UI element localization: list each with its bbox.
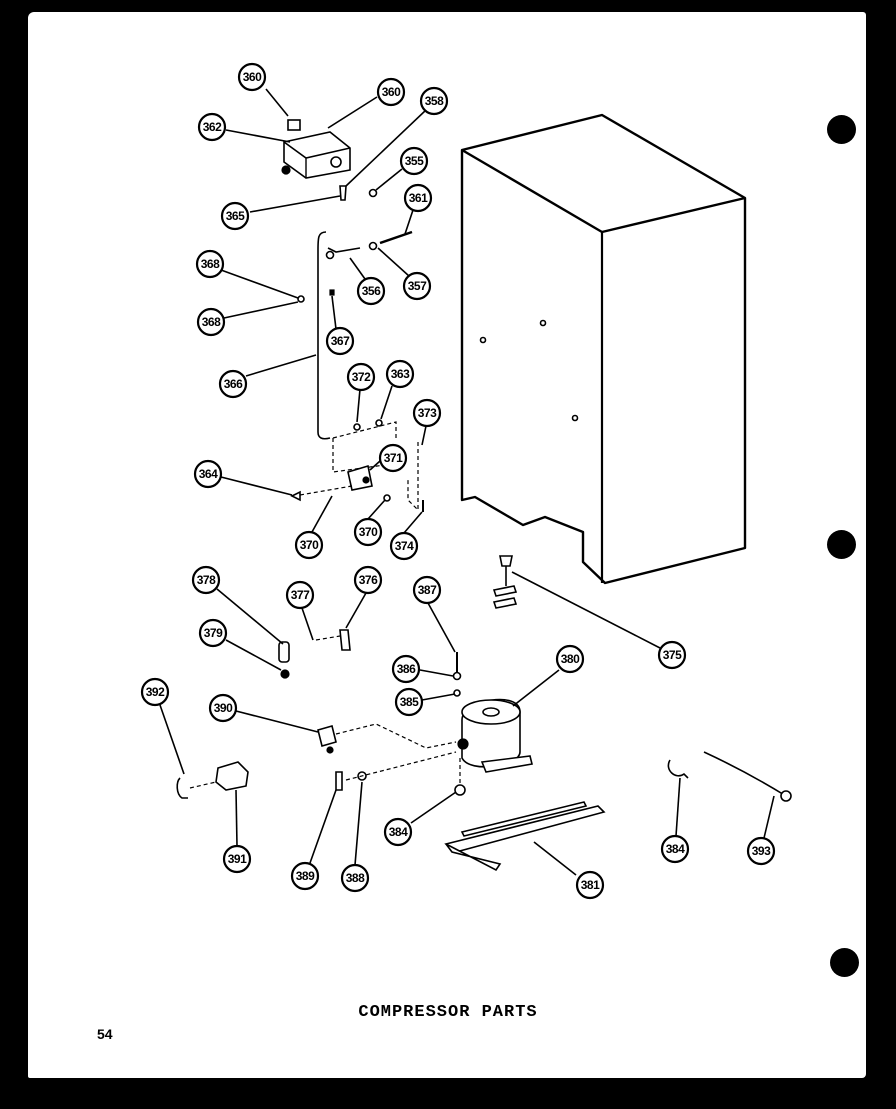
callout-label: 388 bbox=[346, 871, 365, 885]
callout: 361 bbox=[403, 183, 433, 213]
callout-label: 384 bbox=[389, 825, 408, 839]
page-title: COMPRESSOR PARTS bbox=[358, 1003, 538, 1022]
callout-label: 376 bbox=[359, 573, 378, 587]
callout: 366 bbox=[218, 369, 248, 399]
callout: 357 bbox=[402, 271, 432, 301]
callout: 376 bbox=[353, 565, 383, 595]
callout: 377 bbox=[285, 580, 315, 610]
callout-label: 358 bbox=[425, 94, 444, 108]
callout: 387 bbox=[412, 575, 442, 605]
callout: 393 bbox=[746, 836, 776, 866]
callout-label: 360 bbox=[243, 70, 262, 84]
callout-label: 373 bbox=[418, 406, 437, 420]
callout-label: 387 bbox=[418, 583, 437, 597]
callout-label: 378 bbox=[197, 573, 216, 587]
callout: 391 bbox=[222, 844, 252, 874]
right-small-parts bbox=[492, 555, 792, 802]
callout: 379 bbox=[198, 618, 228, 648]
page-number: 54 bbox=[97, 1026, 113, 1042]
callout-label: 368 bbox=[202, 315, 221, 329]
frame-tube bbox=[297, 230, 413, 440]
callout-label: 360 bbox=[382, 85, 401, 99]
callout: 384 bbox=[660, 834, 690, 864]
relay-assembly bbox=[281, 119, 378, 201]
callout-label: 364 bbox=[199, 467, 218, 481]
callout: 360 bbox=[237, 62, 267, 92]
base-plate bbox=[444, 801, 606, 872]
callout: 355 bbox=[399, 146, 429, 176]
callout: 370 bbox=[353, 517, 383, 547]
callout-label: 370 bbox=[359, 525, 378, 539]
callout: 381 bbox=[575, 870, 605, 900]
binder-hole-top bbox=[827, 115, 856, 144]
callout: 385 bbox=[394, 687, 424, 717]
callout-label: 385 bbox=[400, 695, 419, 709]
callout: 389 bbox=[290, 861, 320, 891]
callout: 372 bbox=[346, 362, 376, 392]
cabinet-outline bbox=[460, 113, 747, 585]
callout-label: 391 bbox=[228, 852, 247, 866]
callout: 364 bbox=[193, 459, 223, 489]
callout-label: 372 bbox=[352, 370, 371, 384]
callout: 392 bbox=[140, 677, 170, 707]
callout-label: 367 bbox=[331, 334, 350, 348]
callout-label: 356 bbox=[362, 284, 381, 298]
callout-label: 392 bbox=[146, 685, 165, 699]
callout-label: 375 bbox=[663, 648, 682, 662]
callout: 370 bbox=[294, 530, 324, 560]
callout-label: 377 bbox=[291, 588, 310, 602]
callout-label: 357 bbox=[408, 279, 427, 293]
callout: 360 bbox=[376, 77, 406, 107]
callout-label: 393 bbox=[752, 844, 771, 858]
callout: 363 bbox=[385, 359, 415, 389]
callout: 390 bbox=[208, 693, 238, 723]
callout-label: 389 bbox=[296, 869, 315, 883]
callout-label: 362 bbox=[203, 120, 222, 134]
callout-label: 355 bbox=[405, 154, 424, 168]
callout-label: 366 bbox=[224, 377, 243, 391]
callout: 368 bbox=[195, 249, 225, 279]
callout: 374 bbox=[389, 531, 419, 561]
lower-left-parts bbox=[176, 629, 457, 799]
callout: 371 bbox=[378, 443, 408, 473]
callout-label: 363 bbox=[391, 367, 410, 381]
bracket-assembly bbox=[290, 421, 424, 512]
callout: 367 bbox=[325, 326, 355, 356]
callout: 375 bbox=[657, 640, 687, 670]
callout-label: 371 bbox=[384, 451, 403, 465]
callout-label: 379 bbox=[204, 626, 223, 640]
callout: 386 bbox=[391, 654, 421, 684]
callout-label: 365 bbox=[226, 209, 245, 223]
callout: 373 bbox=[412, 398, 442, 428]
callouts: 360 360 358 362 355 365 361 368 356 357 … bbox=[140, 62, 776, 900]
compressor bbox=[452, 652, 533, 796]
callout: 388 bbox=[340, 863, 370, 893]
callout-label: 361 bbox=[409, 191, 428, 205]
binder-hole-middle bbox=[827, 530, 856, 559]
callout-label: 390 bbox=[214, 701, 233, 715]
callout-label: 374 bbox=[395, 539, 414, 553]
callout: 362 bbox=[197, 112, 227, 142]
callout: 380 bbox=[555, 644, 585, 674]
callout-label: 381 bbox=[581, 878, 600, 892]
callout-label: 368 bbox=[201, 257, 220, 271]
callout: 368 bbox=[196, 307, 226, 337]
leader-lines bbox=[159, 88, 775, 876]
callout: 356 bbox=[356, 276, 386, 306]
callout: 378 bbox=[191, 565, 221, 595]
callout-label: 384 bbox=[666, 842, 685, 856]
callout-label: 380 bbox=[561, 652, 580, 666]
callout-label: 386 bbox=[397, 662, 416, 676]
binder-hole-bottom bbox=[830, 948, 859, 977]
callout-label: 370 bbox=[300, 538, 319, 552]
callout: 365 bbox=[220, 201, 250, 231]
callout: 358 bbox=[419, 86, 449, 116]
callout: 384 bbox=[383, 817, 413, 847]
